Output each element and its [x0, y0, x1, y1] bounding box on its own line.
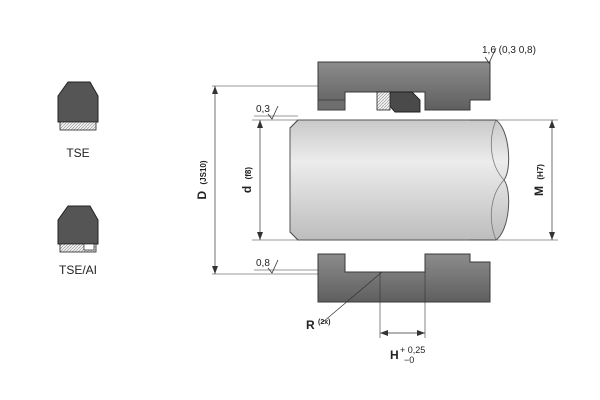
rod — [289, 119, 510, 241]
radius-callout: R (2x) — [306, 271, 383, 332]
housing-lower — [317, 253, 491, 303]
housing-upper-lip — [317, 99, 346, 111]
installed-seal-hatch — [376, 91, 391, 111]
dim-H: H + 0,25 −0 — [379, 272, 426, 365]
dim-M-tolerance: (H7) — [536, 164, 545, 180]
dim-D: D (JS10) — [195, 85, 318, 275]
surface-finish-groove-label: 0,8 — [256, 258, 270, 269]
dim-M-symbol: M — [532, 186, 546, 196]
radius-note: (2x) — [318, 319, 330, 326]
dim-H-tol-lower: −0 — [404, 355, 414, 365]
surface-finish-bore-label: 0,3 — [256, 104, 270, 115]
surface-finish-groove: 0,8 — [254, 258, 318, 274]
dim-d-tolerance: (f8) — [244, 167, 253, 180]
dim-D-symbol: D — [195, 191, 209, 200]
installed-seal — [376, 91, 421, 113]
installed-seal-body — [387, 91, 421, 113]
surface-finish-top-right-label: 1,6 (0,3 0,8) — [482, 45, 536, 56]
dim-d-symbol: d — [240, 186, 254, 193]
dim-D-tolerance: (JS10) — [199, 160, 208, 184]
profile-tse-hatch — [59, 121, 97, 131]
rod-break-line — [491, 119, 505, 241]
radius-symbol: R — [306, 318, 315, 332]
dim-M: M (H7) — [470, 119, 558, 241]
dim-H-tol-upper: + 0,25 — [400, 345, 425, 355]
profile-tse-seal-shape — [57, 81, 99, 123]
svg-text:R (2x): R (2x) — [306, 318, 330, 332]
surface-finish-bore: 0,3 — [254, 104, 298, 120]
profile-tse-ai-hatch — [59, 243, 97, 253]
profile-tse-label: TSE — [66, 146, 89, 160]
rod-chamfer — [289, 119, 299, 241]
profile-tse-ai-insert — [83, 243, 95, 251]
profile-tse-ai-label: TSE/AI — [59, 263, 97, 277]
svg-text:D (JS10): D (JS10) — [195, 160, 209, 199]
svg-text:M (H7): M (H7) — [532, 164, 546, 196]
surface-finish-top-right: 1,6 (0,3 0,8) — [482, 45, 536, 64]
dim-d: d (f8) — [240, 119, 298, 241]
profile-tse: TSE — [57, 81, 99, 160]
svg-text:d (f8): d (f8) — [240, 167, 254, 193]
dim-H-symbol: H — [390, 348, 399, 362]
profile-tse-ai: TSE/AI — [57, 205, 99, 277]
profile-tse-ai-seal-shape — [57, 205, 99, 245]
